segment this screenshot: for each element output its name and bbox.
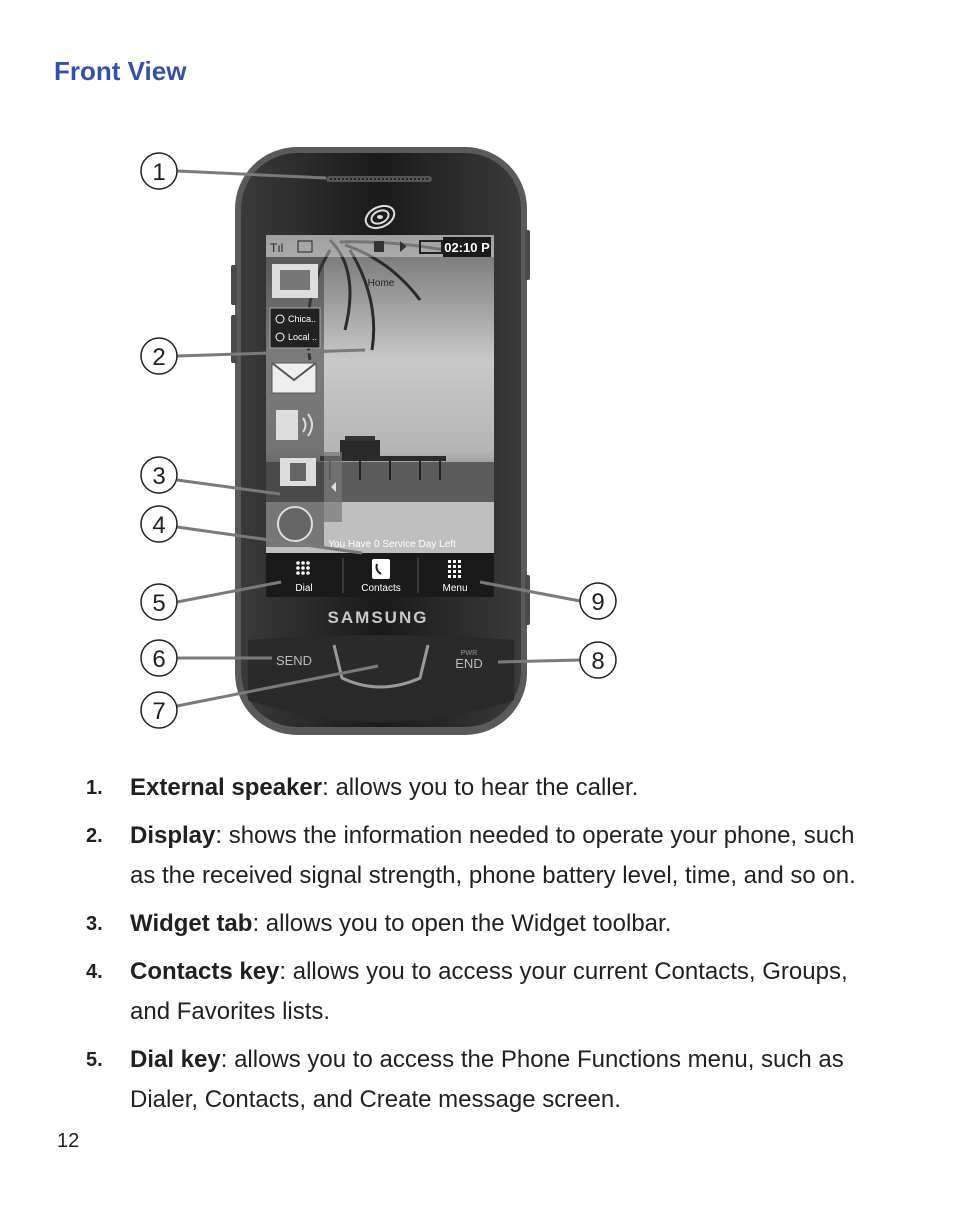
- list-item: 3. Widget tab: allows you to open the Wi…: [86, 904, 886, 944]
- callout-8: 8: [579, 641, 617, 679]
- section-heading: Front View: [54, 56, 187, 86]
- home-label: Home: [368, 278, 395, 289]
- item-number: 3.: [86, 913, 103, 935]
- item-term: Display: [130, 822, 216, 849]
- dial-keypad-icon: [296, 561, 310, 575]
- callout-1: 1: [140, 152, 178, 190]
- item-description: : allows you to access your current Cont…: [130, 958, 848, 1025]
- svg-text:8: 8: [591, 648, 604, 675]
- svg-text:9: 9: [591, 589, 604, 616]
- end-key[interactable]: END: [455, 656, 482, 671]
- item-number: 4.: [86, 961, 103, 983]
- item-description: : allows you to open the Widget toolbar.: [252, 910, 672, 937]
- send-key[interactable]: SEND: [276, 653, 312, 668]
- contacts-phone-icon: [372, 559, 390, 579]
- item-description: : allows you to access the Phone Functio…: [130, 1046, 844, 1113]
- globe-icon: [277, 506, 313, 542]
- side-key-right: [525, 230, 530, 280]
- feature-list: 1. External speaker: allows you to hear …: [86, 768, 886, 1128]
- callout-leaders: [176, 169, 581, 708]
- brand-logo: SAMSUNG: [328, 608, 429, 627]
- status-time: 02:10 P: [444, 240, 490, 255]
- svg-text:4: 4: [152, 512, 165, 539]
- callout-4: 4: [140, 505, 178, 543]
- side-key-left: [231, 265, 237, 305]
- service-text: You Have 0 Service Day Left: [328, 539, 456, 550]
- svg-text:2: 2: [152, 344, 165, 371]
- svg-text:1: 1: [152, 159, 165, 186]
- phone-front-view-diagram: Tıl 02:10 P Home Chica.. Local .. You Ha…: [140, 147, 617, 735]
- item-description: : allows you to hear the caller.: [322, 774, 639, 801]
- svg-text:7: 7: [152, 698, 165, 725]
- list-item: 2. Display: shows the information needed…: [86, 816, 886, 896]
- svg-text:5: 5: [152, 590, 165, 617]
- contacts-key[interactable]: Contacts: [361, 583, 400, 594]
- display-screen: Tıl 02:10 P Home Chica.. Local .. You Ha…: [266, 235, 494, 597]
- callout-9: 9: [579, 582, 617, 620]
- callout-7: 7: [140, 691, 178, 729]
- item-number: 5.: [86, 1049, 103, 1071]
- menu-grid-icon: [448, 560, 461, 578]
- carrier-logo-icon: [364, 204, 396, 230]
- callout-6: 6: [140, 639, 178, 677]
- item-term: Widget tab: [130, 910, 253, 937]
- pier-image: [320, 436, 446, 480]
- svg-text:Tıl: Tıl: [270, 241, 283, 255]
- item-number: 1.: [86, 777, 103, 799]
- callout-5: 5: [140, 583, 178, 621]
- item-number: 2.: [86, 825, 103, 847]
- list-item: 1. External speaker: allows you to hear …: [86, 768, 886, 808]
- item-term: Dial key: [130, 1046, 221, 1073]
- svg-text:6: 6: [152, 646, 165, 673]
- page-number: 12: [57, 1130, 80, 1152]
- widget-clock-1: Chica..: [288, 314, 316, 324]
- menu-key[interactable]: Menu: [442, 583, 467, 594]
- sound-icon: [276, 410, 298, 440]
- pwr-label: PWR: [461, 650, 477, 657]
- back-key[interactable]: [332, 644, 430, 689]
- item-term: External speaker: [130, 774, 323, 801]
- widget-clock-2: Local ..: [288, 332, 317, 342]
- item-term: Contacts key: [130, 958, 280, 985]
- battery-icon: [419, 240, 443, 254]
- widget-toolbar: [266, 257, 324, 547]
- list-item: 4. Contacts key: allows you to access yo…: [86, 952, 886, 1032]
- item-description: : shows the information needed to operat…: [130, 822, 856, 889]
- callout-3: 3: [140, 456, 178, 494]
- svg-text:3: 3: [152, 463, 165, 490]
- list-item: 5. Dial key: allows you to access the Ph…: [86, 1040, 886, 1120]
- dial-key[interactable]: Dial: [295, 583, 312, 594]
- callout-2: 2: [140, 337, 178, 375]
